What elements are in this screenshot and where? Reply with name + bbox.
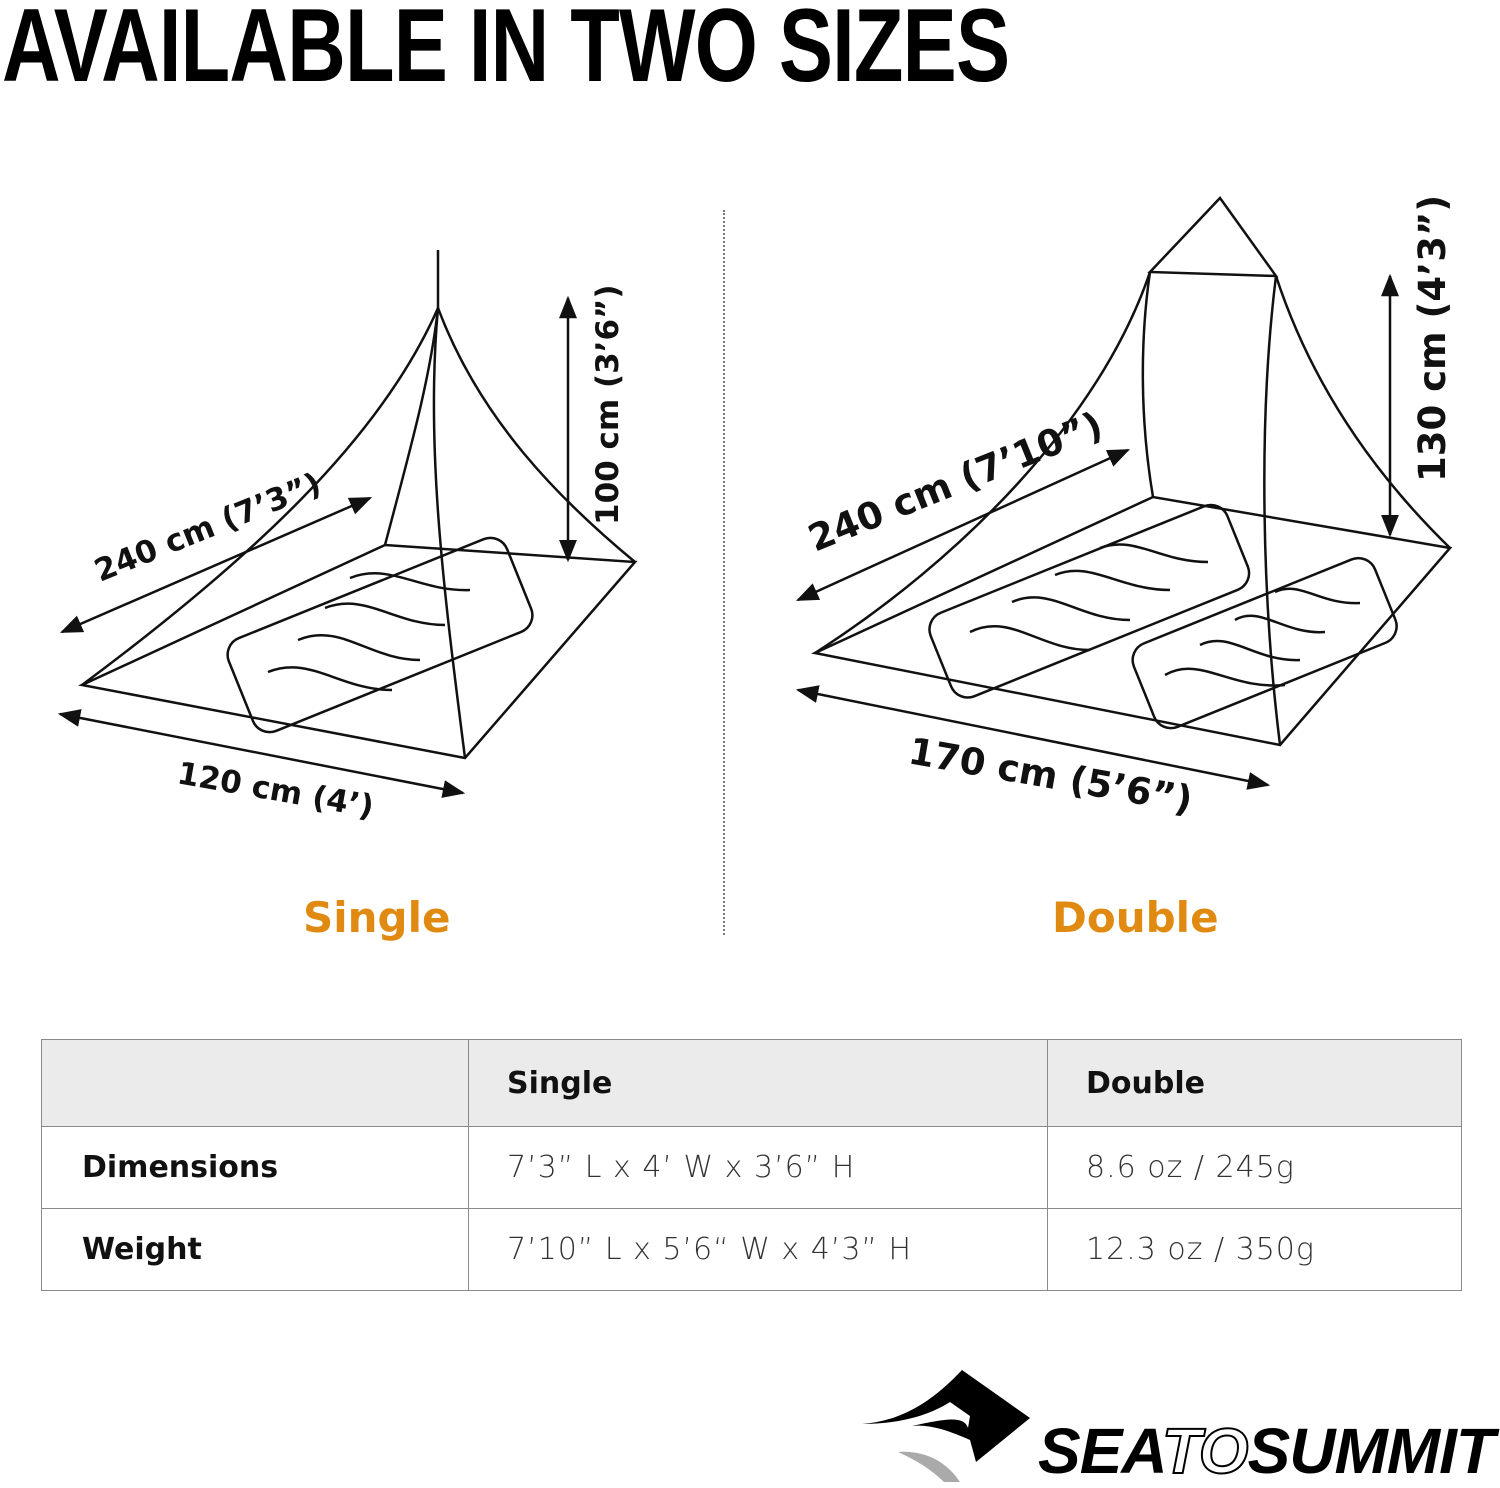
double-width-label: 170 cm (5’6”)	[905, 730, 1195, 822]
mosquito-net-size-diagram: 240 cm (7’3”) 120 cm (4’) 100 cm (3’6”) …	[57, 195, 1454, 825]
mountain-wave-logo-icon	[862, 1370, 1030, 1482]
single-height-label: 100 cm (3’6”)	[590, 284, 626, 525]
double-net-illustration	[795, 196, 1453, 790]
brand-wordmark: SEATOSUMMIT	[1038, 1414, 1495, 1488]
table-header-empty	[41, 1039, 469, 1127]
row-label-weight: Weight	[41, 1208, 469, 1291]
cell-double-dimensions: 8.6 oz / 245g	[1047, 1126, 1462, 1209]
single-length-label: 240 cm (7’3”)	[90, 466, 327, 590]
cell-single-dimensions: 7’3” L x 4’ W x 3’6” H	[468, 1126, 1048, 1209]
cell-double-weight: 12.3 oz / 350g	[1047, 1208, 1462, 1291]
table-header-row: Single Double	[41, 1039, 1462, 1127]
single-size-label: Single	[303, 893, 451, 942]
spec-table: Single Double Dimensions 7’3” L x 4’ W x…	[41, 1039, 1462, 1291]
table-header-single: Single	[468, 1039, 1048, 1127]
table-header-double: Double	[1047, 1039, 1462, 1127]
page-title: AVAILABLE IN TWO SIZES	[2, 0, 1010, 104]
double-height-label: 130 cm (4’3”)	[1411, 195, 1454, 482]
wordmark-summit: SUMMIT	[1247, 1415, 1495, 1487]
table-row: Dimensions 7’3” L x 4’ W x 3’6” H 8.6 oz…	[41, 1126, 1462, 1209]
table-row: Weight 7’10” L x 5’6“ W x 4’3” H 12.3 oz…	[41, 1208, 1462, 1291]
single-width-label: 120 cm (4’)	[175, 755, 377, 825]
brand-logo: SEATOSUMMIT	[858, 1366, 1500, 1488]
wordmark-sea: SEA	[1038, 1415, 1163, 1487]
wordmark-to: TO	[1161, 1414, 1250, 1488]
double-length-label: 240 cm (7’10”)	[802, 403, 1108, 560]
row-label-dimensions: Dimensions	[41, 1126, 469, 1209]
single-net-illustration	[57, 250, 638, 798]
double-size-label: Double	[1052, 893, 1219, 942]
section-divider	[723, 210, 725, 935]
cell-single-weight: 7’10” L x 5’6“ W x 4’3” H	[468, 1208, 1048, 1291]
